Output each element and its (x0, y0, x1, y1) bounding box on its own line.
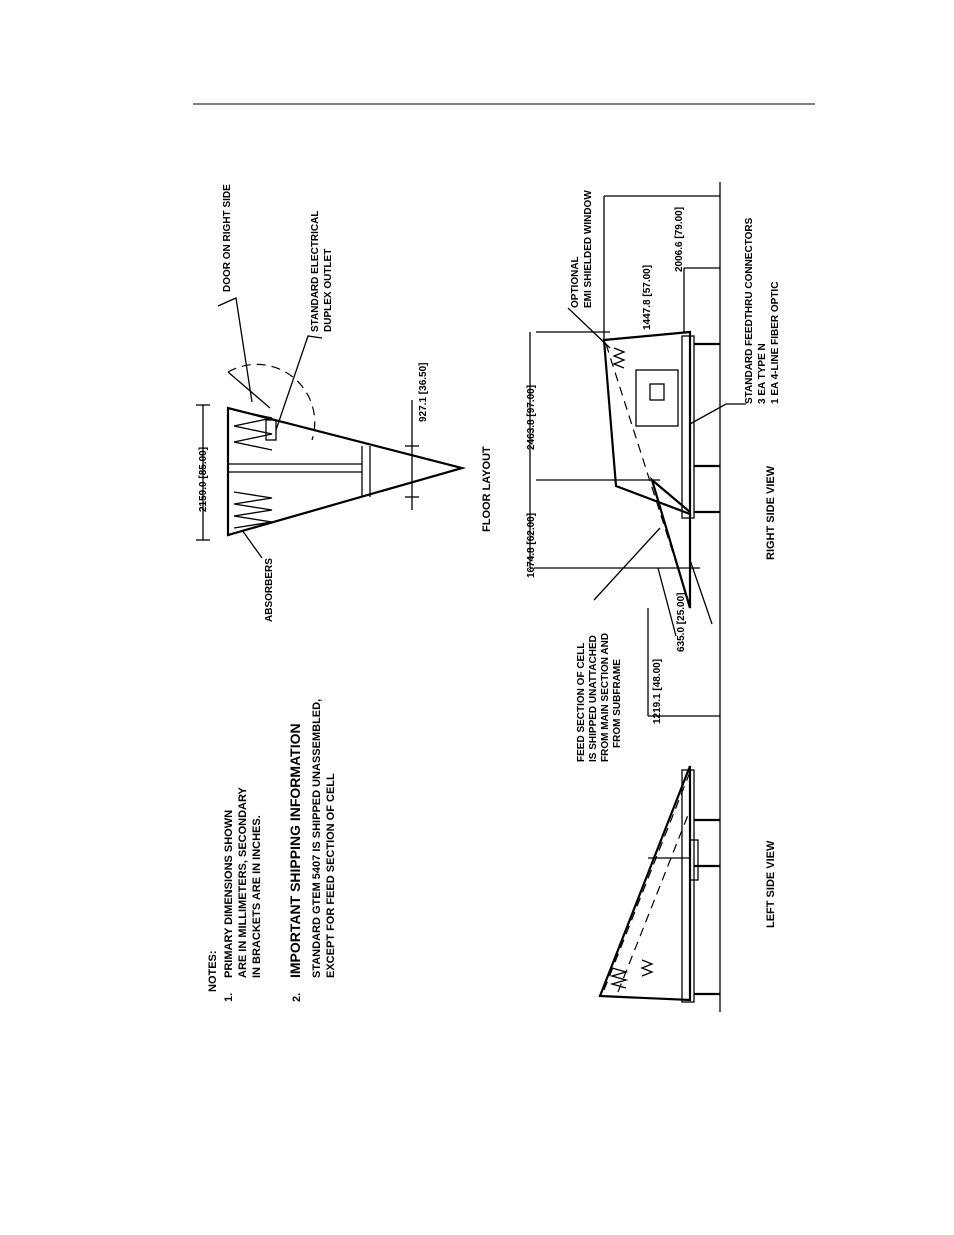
floor-layout-title: FLOOR LAYOUT (481, 446, 493, 532)
dim-label-apex: 927.1 [36.50] (418, 363, 429, 423)
callout-outlet-line-2: DUPLEX OUTLET (323, 249, 334, 332)
dim-label-2463: 2463.8 [97.00] (526, 385, 537, 450)
callout-feedthru-line-3: 1 EA 4-LINE FIBER OPTIC (770, 282, 781, 404)
absorbers-right (612, 347, 626, 369)
callout-outlet-line-1: STANDARD ELECTRICAL (310, 211, 321, 332)
right-side-view-title: RIGHT SIDE VIEW (765, 465, 777, 560)
floor-absorbers-bottom (233, 491, 273, 529)
callout-feedthru-line-1: STANDARD FEEDTHRU CONNECTORS (744, 217, 755, 404)
callout-window-line-2: EMI SHIELDED WINDOW (583, 190, 594, 308)
duplex-outlet-symbol (265, 419, 277, 441)
door-leaf (227, 371, 271, 409)
right-side-view-drawing (529, 182, 746, 1012)
leader-feedthru (689, 403, 746, 425)
note-2-number: 2. (291, 993, 303, 1002)
left-absorbers-1 (609, 967, 629, 989)
left-subframe-rail (681, 769, 695, 1003)
callout-absorbers: ABSORBERS (264, 558, 275, 622)
inner-box (635, 369, 679, 427)
callout-feed-line-1: FEED SECTION OF CELL (576, 643, 587, 762)
callout-feed-line-2: IS SHIPPED UNATTACHED (588, 635, 599, 762)
note-1-line-1: PRIMARY DIMENSIONS SHOWN (223, 810, 235, 978)
leader-feed-section (593, 527, 661, 601)
floor-layout-drawing (196, 297, 467, 559)
callout-feed-line-4: FROM SUBFRAME (612, 659, 623, 748)
note-1-line-3: IN BRACKETS ARE IN INCHES. (251, 815, 263, 978)
left-side-view-drawing (598, 765, 720, 1003)
dim-label-1674: 1674.8 [62.00] (526, 513, 537, 578)
left-side-view-title: LEFT SIDE VIEW (765, 840, 777, 928)
callout-door: DOOR ON RIGHT SIDE (222, 184, 233, 292)
dim-label-1447: 1447.8 [57.00] (642, 265, 653, 330)
dim-line-635 (657, 567, 677, 637)
note-2-line-1: STANDARD GTEM 5407 IS SHIPPED UNASSEMBLE… (311, 699, 323, 978)
emi-window-symbol (649, 383, 665, 401)
leader-door (217, 297, 253, 403)
subframe-rail (681, 335, 695, 519)
leader-outlet (275, 335, 323, 431)
notes-heading: NOTES: (207, 950, 219, 992)
leader-window (567, 307, 611, 349)
dim-label-width: 2159.0 [85.00] (198, 447, 209, 512)
note-1-number: 1. (223, 993, 235, 1002)
left-cell-outline (598, 765, 692, 1002)
notes-block: NOTES: 1. PRIMARY DIMENSIONS SHOWN ARE I… (207, 699, 337, 1002)
cell-main-body (602, 330, 692, 516)
callout-feed-line-3: FROM MAIN SECTION AND (600, 633, 611, 762)
floor-absorbers-top (233, 409, 273, 451)
note-2-title: IMPORTANT SHIPPING INFORMATION (287, 723, 303, 978)
dim-label-635: 635.0 [25.00] (676, 593, 687, 653)
dim-label-2006: 2006.6 [79.00] (674, 207, 685, 272)
left-septum-dashed (603, 771, 691, 991)
left-absorbers-2 (640, 959, 654, 977)
door-swing-arc (227, 363, 316, 441)
callout-feedthru-line-2: 3 EA TYPE N (757, 343, 768, 404)
septum-dashed (605, 343, 691, 607)
dim-label-1219: 1219.1 [48.00] (652, 659, 663, 724)
leader-absorbers (241, 529, 263, 559)
note-2-line-2: EXCEPT FOR FEED SECTION OF CELL (325, 773, 337, 978)
note-1-line-2: ARE IN MILLIMETERS, SECONDARY (237, 786, 249, 978)
callout-window-line-1: OPTIONAL (570, 256, 581, 308)
